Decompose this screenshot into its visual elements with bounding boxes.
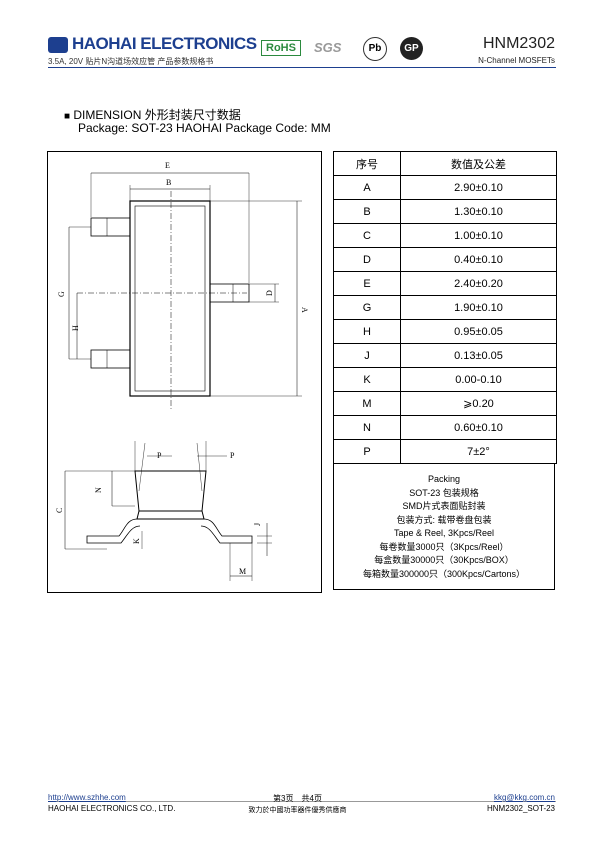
table-row: M⩾0.20: [333, 391, 557, 416]
label-D: D: [265, 290, 274, 296]
footer-divider: [48, 801, 556, 802]
label-M: M: [239, 567, 246, 576]
packing-info: Packing SOT-23 包装规格 SMD片式表面贴封装 包装方式: 载带卷…: [333, 463, 555, 590]
packing-line: SMD片式表面贴封装: [402, 501, 486, 511]
header-value: 数值及公差: [400, 151, 557, 176]
body-outline: [129, 200, 211, 397]
label-P-right: P: [230, 451, 235, 460]
dimension-name: J: [333, 343, 401, 368]
pb-free-label: Pb: [368, 43, 382, 54]
label-E: E: [165, 161, 170, 170]
label-A: A: [300, 307, 309, 313]
dimension-value: 2.90±0.10: [400, 175, 557, 200]
header-divider: [48, 67, 556, 68]
dimension-name: B: [333, 199, 401, 224]
website-link[interactable]: http://www.szhhe.com: [48, 793, 126, 802]
rohs-badge: RoHS: [261, 40, 301, 56]
brand-logo-icon: [48, 37, 68, 53]
section-title: ■ DIMENSION 外形封装尺寸数据: [64, 108, 241, 122]
packing-line: Tape & Reel, 3Kpcs/Reel: [393, 528, 495, 538]
label-J: J: [253, 523, 262, 526]
label-G: G: [57, 291, 66, 297]
dimension-value: 0.00-0.10: [400, 367, 557, 392]
gp-label: GP: [404, 43, 419, 54]
email-link[interactable]: kkg@kkg.com.cn: [493, 793, 555, 802]
dimension-name: D: [333, 247, 401, 272]
dimension-value: 0.13±0.05: [400, 343, 557, 368]
dimension-name: H: [333, 319, 401, 344]
package-dimension-drawing: E B G H D A P P N C K J M: [55, 161, 309, 581]
label-H: H: [71, 325, 80, 331]
header-subtitle: 3.5A, 20V 贴片N沟道场效应管 产品参数规格书: [48, 57, 214, 66]
gp-icon: GP: [400, 37, 423, 60]
header-index: 序号: [333, 151, 401, 176]
table-header-row: 序号 数值及公差: [333, 151, 557, 176]
dimension-value: 0.95±0.05: [400, 319, 557, 344]
body-inner: [134, 205, 206, 392]
packing-line: SOT-23 包装规格: [409, 487, 479, 498]
packing-line: 每卷数量3000只（3Kpcs/Reel）: [379, 541, 509, 552]
label-K: K: [132, 538, 141, 544]
lead-top-left: [90, 217, 131, 237]
dimension-value: 1.00±0.10: [400, 223, 557, 248]
dimension-name: E: [333, 271, 401, 296]
footer-slogan: 致力於中國功率器件優秀供應商: [248, 807, 347, 814]
packing-line: 每盒数量30000只（30Kpcs/BOX）: [374, 555, 514, 565]
package-info: Package: SOT-23 HAOHAI Package Code: MM: [78, 121, 331, 135]
packing-line: 每箱数量300000只（300Kpcs/Cartons）: [362, 568, 526, 579]
dimension-value: ⩾0.20: [400, 391, 557, 416]
dimension-name: K: [333, 367, 401, 392]
company-name: HAOHAI ELECTRONICS CO., LTD.: [48, 804, 176, 813]
dimension-name: C: [333, 223, 401, 248]
dimension-value: 2.40±0.20: [400, 271, 557, 296]
dimension-value: 1.30±0.10: [400, 199, 557, 224]
dimension-name: A: [333, 175, 401, 200]
packing-line: 包装方式: 载带卷盘包装: [396, 514, 492, 525]
dimension-value: 0.40±0.10: [400, 247, 557, 272]
lead-bottom-left: [90, 349, 131, 369]
part-number: HNM2302: [482, 35, 555, 52]
dimension-name: N: [333, 415, 401, 440]
dimension-value: 1.90±0.10: [400, 295, 557, 320]
label-N: N: [94, 487, 103, 493]
sgs-logo: SGS: [314, 40, 342, 55]
label-P-left: P: [157, 451, 162, 460]
dimension-name: P: [333, 439, 401, 464]
label-B: B: [166, 178, 171, 187]
dimension-name: G: [333, 295, 401, 320]
brand-name: HAOHAI ELECTRONICS: [72, 34, 257, 53]
page-number: 第3页 共4页: [273, 794, 322, 803]
document-code: HNM2302_SOT-23: [486, 804, 555, 813]
dimension-drawing-frame: [47, 151, 322, 593]
packing-line: Packing: [427, 474, 461, 484]
dimension-value: 7±2°: [400, 439, 557, 464]
section-title-text: DIMENSION 外形封装尺寸数据: [73, 108, 241, 122]
lead-right: [209, 283, 250, 303]
part-type: N-Channel MOSFETs: [478, 56, 555, 65]
label-C: C: [55, 508, 64, 513]
dimension-name: M: [333, 391, 401, 416]
pb-free-icon: Pb: [363, 37, 387, 61]
dimension-value: 0.60±0.10: [400, 415, 557, 440]
